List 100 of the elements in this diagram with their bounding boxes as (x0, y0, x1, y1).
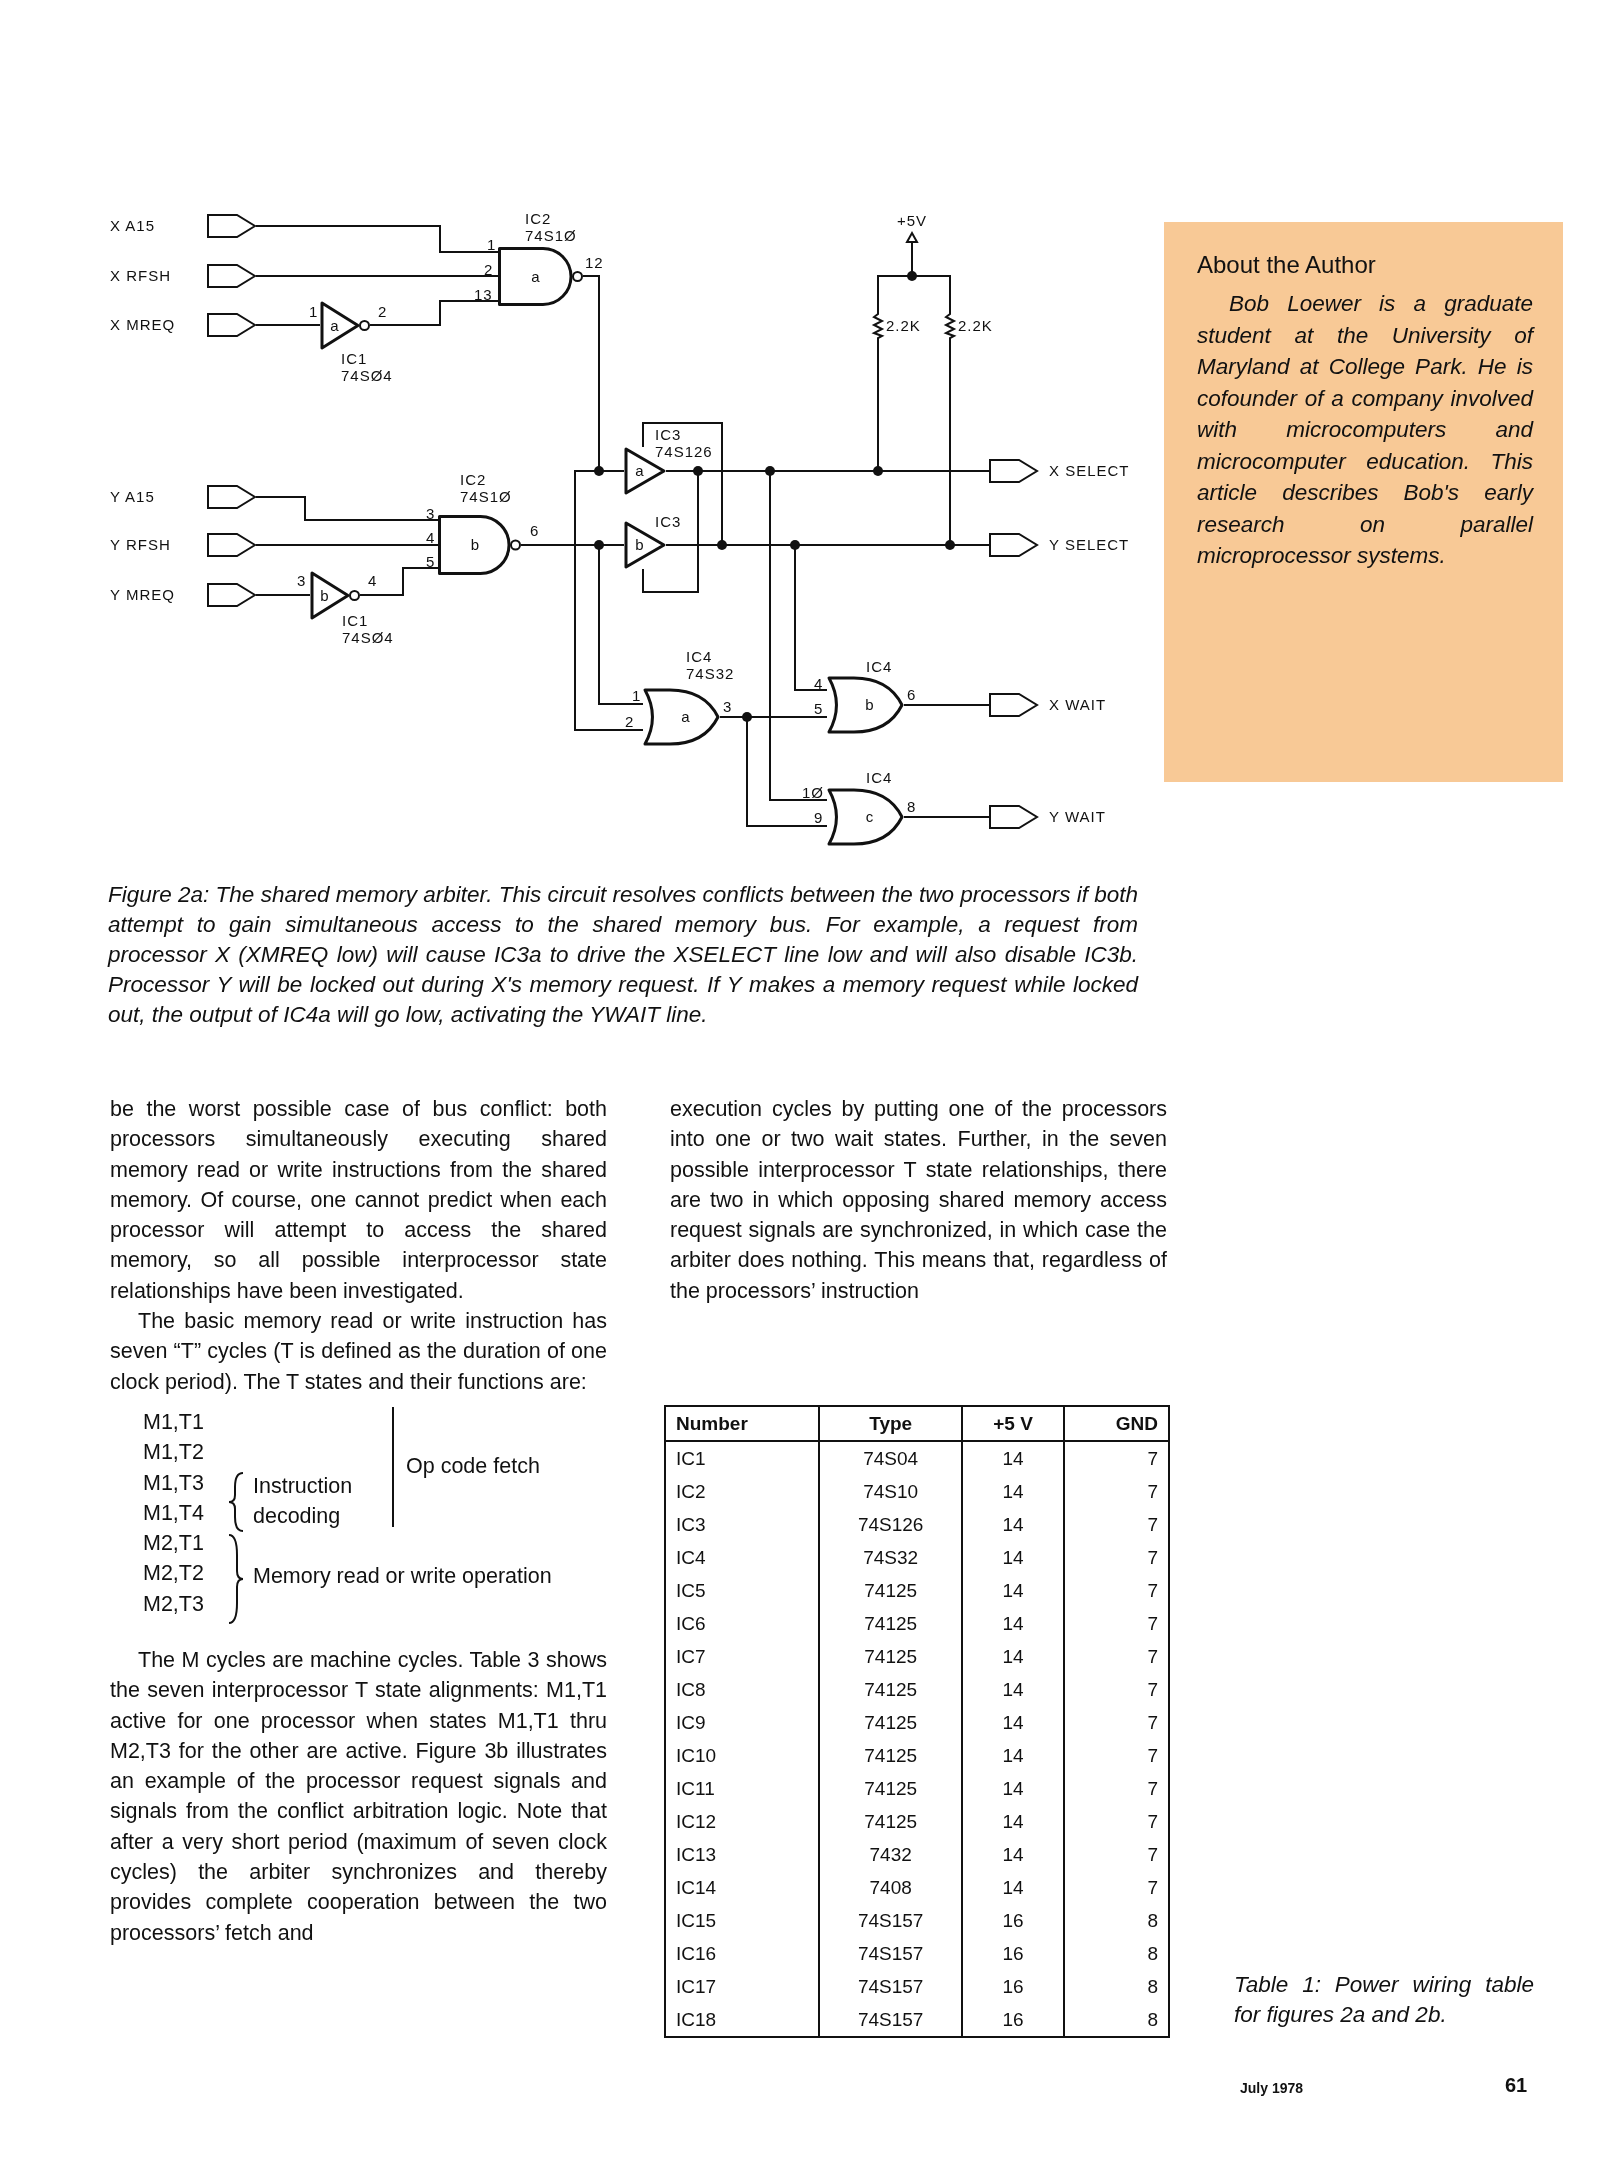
input-connector: Y RFSH (108, 533, 256, 557)
table-cell: IC17 (665, 1970, 819, 2003)
state-label: M1,T2 (143, 1439, 204, 1467)
table-cell: 7 (1063, 1441, 1169, 1475)
chip-label: IC2 74S1Ø (525, 210, 578, 244)
paragraph: The M cycles are machine cycles. Table 3 shows the seven interprocessor T state alignments: M1,T1 active for one processor when states M1,T1 thru M2,T3 for the other are active. Figure 3b illustrates an example of the processor request signals and signals from the conflict arbitration logic. Note that after a very short period (maximum of seven clock cycles) the arbiter synchronizes and thereby provides complete cooperation between the two processors’ fetch and (110, 1646, 607, 1947)
table-cell: 7 (1063, 1574, 1169, 1607)
table-cell: 8 (1063, 2003, 1169, 2037)
table-cell: 14 (962, 1673, 1064, 1706)
table-cell: 7 (1063, 1640, 1169, 1673)
table-cell: IC12 (665, 1805, 819, 1838)
table-cell: 8 (1063, 1937, 1169, 1970)
table-cell: IC18 (665, 2003, 819, 2037)
wire (255, 225, 499, 253)
page-footer: July 1978 (1240, 2080, 1304, 2096)
paragraph: execution cycles by putting one of the processors into one or two wait states. Further, in the seven possible interprocessor T state relationships, there are two in which opposing shared memory access request signals are synchronized, in which case the arbiter does nothing. This means that, regardless of the processors’ instruction (670, 1096, 1167, 1305)
pin-number: 4 (814, 675, 824, 692)
table-cell: 74125 (818, 1772, 963, 1805)
table-cell: 14 (962, 1607, 1064, 1640)
table-cell: 74S157 (818, 1970, 963, 2003)
chip-label: IC4 74S32 (686, 648, 736, 682)
table-cell: IC7 (665, 1640, 819, 1673)
pin-number: 13 (474, 286, 493, 303)
table-cell: 7 (1063, 1673, 1169, 1706)
pin-number: 1 (632, 687, 642, 704)
pin-number: 8 (907, 798, 917, 815)
table-cell: 16 (962, 1970, 1064, 2003)
pin-number: 12 (585, 254, 604, 271)
sidebar-box (1164, 222, 1563, 782)
pin-number: 6 (907, 686, 917, 703)
input-connector: Y MREQ (108, 583, 256, 607)
pin-number: 9 (814, 809, 824, 826)
pin-number: 2 (378, 303, 388, 320)
table-cell: IC11 (665, 1772, 819, 1805)
table-cell: IC15 (665, 1904, 819, 1937)
column-header: Number (665, 1406, 819, 1441)
pin-number: 3 (426, 505, 436, 522)
table-cell: 74S04 (818, 1441, 963, 1475)
wire (255, 594, 311, 596)
state-label: M2,T3 (143, 1590, 204, 1618)
output-connector: Y SELECT (989, 533, 1139, 557)
paragraph: The basic memory read or write instruction has seven “T” cycles (T is defined as the duration of one clock period). The T states and their functions are: (110, 1308, 607, 1396)
table-cell: 74S157 (818, 1904, 963, 1937)
table-cell: IC14 (665, 1871, 819, 1904)
table-cell: IC1 (665, 1441, 819, 1475)
table-cell: 74S126 (818, 1508, 963, 1541)
table-cell: IC4 (665, 1541, 819, 1574)
column-header: GND (1063, 1406, 1169, 1441)
output-connector: X WAIT (989, 693, 1139, 717)
sidebar-paragraph: Bob Loewer is a graduate student at the University of Maryland at College Park. He is cofounder of a company involved with microcomputers and microcomputer education. This article describes Bob's early research on parallel microprocessor systems. (1197, 290, 1533, 570)
table-cell: IC3 (665, 1508, 819, 1541)
or-gate: b (827, 676, 904, 734)
column-header: Type (818, 1406, 963, 1441)
table-cell: 14 (962, 1772, 1064, 1805)
pin-number: 3 (723, 698, 733, 715)
paragraph: be the worst possible case of bus conflict: both processors simultaneously executing shared memory read or write instructions from the shared memory. Of course, one cannot predict when each processor will attempt to access the shared memory, so all possible interprocessor state relationships have been investigated. (110, 1096, 607, 1305)
table-cell: 7432 (818, 1838, 963, 1871)
wire (359, 567, 439, 596)
table-cell: 14 (962, 1706, 1064, 1739)
table-cell: IC9 (665, 1706, 819, 1739)
table-cell: 7 (1063, 1805, 1169, 1838)
table-cell: 7 (1063, 1475, 1169, 1508)
table-caption: Table 1: Power wiring table for figures 2a and 2b. (1234, 1971, 1534, 2029)
table-cell: 14 (962, 1805, 1064, 1838)
pin-number: 2 (484, 261, 494, 278)
chip-label: IC4 (866, 658, 894, 675)
group-label: Instruction decoding (253, 1472, 354, 1531)
table-cell: 14 (962, 1871, 1064, 1904)
table-cell: IC2 (665, 1475, 819, 1508)
table-cell: 74S10 (818, 1475, 963, 1508)
pin-number: 6 (530, 522, 540, 539)
table-cell: 74S157 (818, 1937, 963, 1970)
output-connector: Y WAIT (989, 805, 1139, 829)
pin-number: 4 (368, 572, 378, 589)
pin-number: 1 (487, 236, 497, 253)
state-label: M1,T1 (143, 1408, 204, 1436)
figure-caption: Figure 2a: The shared memory arbiter. This circuit resolves conflicts between the two processors if both attempt to gain simultaneous access to the shared memory bus. For example, a request from processor X (XMREQ low) will cause IC3a to drive the XSELECT line low and will also disable IC3b. Processor Y will be locked out during X's memory request. If Y makes a memory request while locked out, the output of IC4a will go low, activating the YWAIT line. (108, 881, 1138, 1029)
pin-number: 4 (426, 529, 436, 546)
table-cell: 8 (1063, 1904, 1169, 1937)
or-gate: c (827, 788, 904, 846)
table-cell: IC5 (665, 1574, 819, 1607)
table-cell: 7 (1063, 1772, 1169, 1805)
wire (255, 496, 439, 521)
input-connector: X RFSH (108, 264, 256, 288)
table-cell: IC6 (665, 1607, 819, 1640)
table-cell: 14 (962, 1640, 1064, 1673)
pin-number: 1Ø (802, 784, 824, 801)
chip-label: IC1 74SØ4 (341, 350, 394, 384)
table-cell: 8 (1063, 1970, 1169, 2003)
pin-number: 5 (814, 700, 824, 717)
state-label: M2,T2 (143, 1560, 204, 1588)
table-cell: 74125 (818, 1640, 963, 1673)
sidebar-heading: About the Author (1197, 250, 1377, 280)
table-cell: 7 (1063, 1739, 1169, 1772)
table-cell: 7 (1063, 1508, 1169, 1541)
wire (255, 324, 321, 326)
table-cell: 7 (1063, 1607, 1169, 1640)
table-cell: 14 (962, 1739, 1064, 1772)
state-label: M1,T3 (143, 1469, 204, 1497)
table-cell: 74S32 (818, 1541, 963, 1574)
